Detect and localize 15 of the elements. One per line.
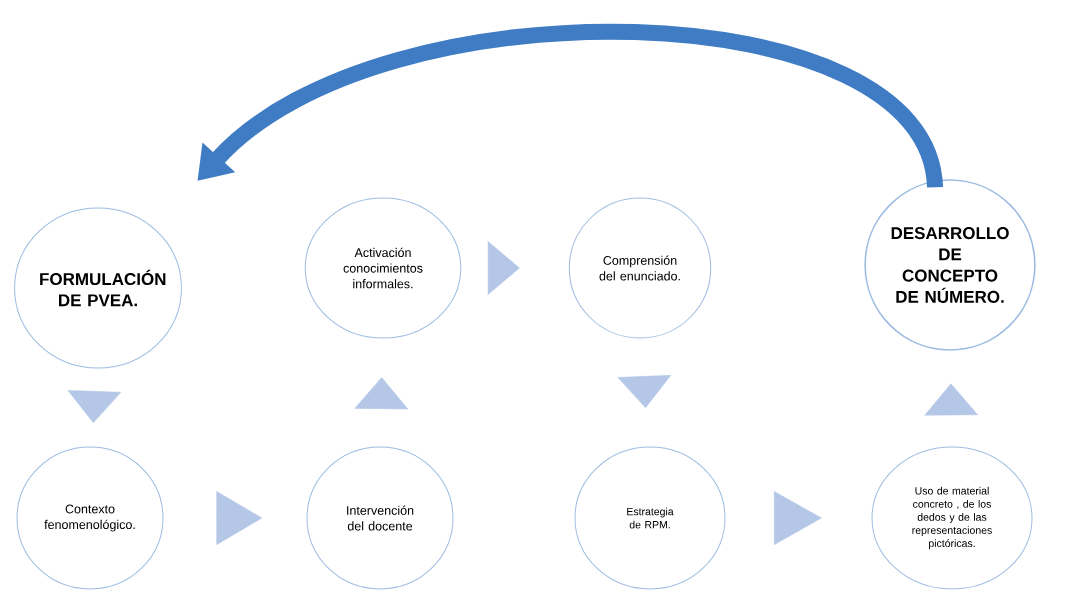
triangle-arrow bbox=[216, 491, 263, 545]
triangle-arrow bbox=[354, 377, 409, 410]
triangle-arrow bbox=[773, 491, 822, 545]
circle-node: FORMULACIÓN DE PVEA. bbox=[14, 207, 182, 369]
circle-node: Uso de material concreto , de los dedos y de las representaciones pictóricas. bbox=[871, 446, 1033, 590]
triangle-arrow bbox=[924, 383, 978, 416]
circle-node: Comprensión del enunciado. bbox=[568, 197, 712, 339]
circle-node: Estrategia de RPM. bbox=[574, 446, 726, 590]
triangle-arrow bbox=[67, 390, 122, 423]
circle-node: Activación conocimientos informales. bbox=[304, 197, 462, 339]
circle-node: Contexto fenomenológico. bbox=[16, 446, 164, 590]
circle-node: Intervención del docente bbox=[306, 446, 454, 590]
triangle-arrow bbox=[617, 375, 672, 408]
triangle-arrow bbox=[487, 241, 520, 295]
circle-node: DESARROLLO DE CONCEPTO DE NÚMERO. bbox=[864, 179, 1036, 351]
